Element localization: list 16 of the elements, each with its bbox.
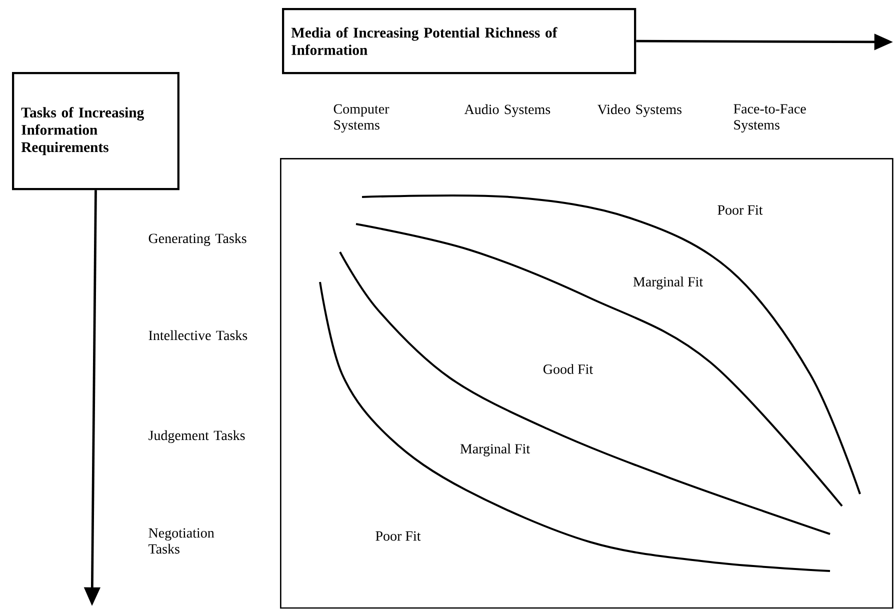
row-heading: Judgement Tasks bbox=[148, 430, 245, 443]
column-heading: Computer Systems bbox=[334, 104, 390, 133]
fit-label: Poor Fit bbox=[718, 205, 763, 215]
fit-label: Poor Fit bbox=[376, 531, 421, 541]
fit-label: Marginal Fit bbox=[633, 276, 703, 290]
row-heading: Intellective Tasks bbox=[148, 330, 248, 340]
column-heading: Video Systems bbox=[597, 104, 682, 117]
column-heading: Face-to-Face Systems bbox=[734, 104, 806, 132]
fit-label: Marginal Fit bbox=[460, 444, 530, 456]
row-heading: Generating Tasks bbox=[148, 233, 246, 246]
column-heading: Audio Systems bbox=[464, 104, 550, 117]
row-heading: Negotiation Tasks bbox=[148, 528, 214, 554]
fit-label: Good Fit bbox=[543, 364, 593, 374]
chart-frame bbox=[280, 158, 894, 609]
heading-box: Media of Increasing Potential Richness of Information bbox=[282, 8, 636, 74]
heading-box: Tasks of Increasing Information Requirements bbox=[12, 72, 180, 190]
